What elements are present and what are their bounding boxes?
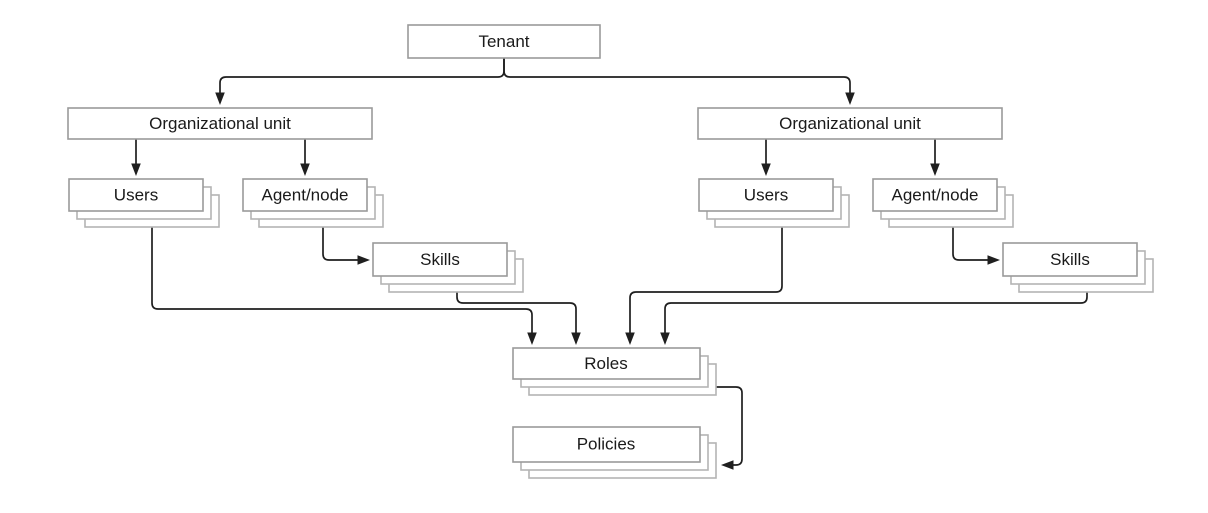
arrowhead-icon bbox=[845, 92, 855, 105]
arrowhead-icon bbox=[625, 332, 635, 345]
node-users-left[interactable]: Users bbox=[68, 178, 220, 228]
edge-skills-right-to-roles bbox=[660, 292, 1088, 345]
edge-tenant-to-ou-left bbox=[215, 58, 505, 105]
arrowhead-icon bbox=[215, 92, 225, 105]
arrowhead-icon bbox=[721, 460, 734, 470]
edge-roles-to-policies bbox=[716, 386, 743, 470]
users-left-box[interactable] bbox=[68, 178, 204, 212]
arrowhead-icon bbox=[987, 255, 1000, 265]
node-roles[interactable]: Roles bbox=[512, 347, 717, 396]
arrowhead-icon bbox=[571, 332, 581, 345]
node-agent-node-right[interactable]: Agent/node bbox=[872, 178, 1014, 228]
node-ou-left[interactable]: Organizational unit bbox=[67, 107, 373, 140]
tenant-box[interactable] bbox=[407, 24, 601, 59]
skills-right-box[interactable] bbox=[1002, 242, 1138, 277]
node-tenant[interactable]: Tenant bbox=[407, 24, 601, 59]
edge-users-left-to-roles bbox=[151, 227, 537, 345]
roles-box[interactable] bbox=[512, 347, 701, 380]
edge-ou-right-to-users-right bbox=[761, 139, 771, 176]
arrowhead-icon bbox=[527, 332, 537, 345]
node-agent-node-left[interactable]: Agent/node bbox=[242, 178, 384, 228]
arrowhead-icon bbox=[300, 163, 310, 176]
node-skills-left[interactable]: Skills bbox=[372, 242, 524, 293]
edge-ou-left-to-users-left bbox=[131, 139, 141, 176]
arrowhead-icon bbox=[761, 163, 771, 176]
edge-ou-right-to-agent-right bbox=[930, 139, 940, 176]
node-skills-right[interactable]: Skills bbox=[1002, 242, 1154, 293]
edge-users-right-to-roles bbox=[625, 227, 783, 345]
ou-right-box[interactable] bbox=[697, 107, 1003, 140]
arrowhead-icon bbox=[930, 163, 940, 176]
edge-tenant-to-ou-right bbox=[503, 58, 855, 105]
ou-left-box[interactable] bbox=[67, 107, 373, 140]
agent-node-left-box[interactable] bbox=[242, 178, 368, 212]
arrowhead-icon bbox=[131, 163, 141, 176]
skills-left-box[interactable] bbox=[372, 242, 508, 277]
node-ou-right[interactable]: Organizational unit bbox=[697, 107, 1003, 140]
users-right-box[interactable] bbox=[698, 178, 834, 212]
arrowhead-icon bbox=[357, 255, 370, 265]
edge-agent-right-to-skills-right bbox=[952, 227, 1000, 265]
edge-agent-left-to-skills-left bbox=[322, 227, 370, 265]
edge-skills-left-to-roles bbox=[456, 292, 581, 345]
node-policies[interactable]: Policies bbox=[512, 426, 717, 479]
agent-node-right-box[interactable] bbox=[872, 178, 998, 212]
policies-box[interactable] bbox=[512, 426, 701, 463]
edge-layer bbox=[131, 58, 1088, 470]
node-users-right[interactable]: Users bbox=[698, 178, 850, 228]
edge-ou-left-to-agent-left bbox=[300, 139, 310, 176]
arrowhead-icon bbox=[660, 332, 670, 345]
